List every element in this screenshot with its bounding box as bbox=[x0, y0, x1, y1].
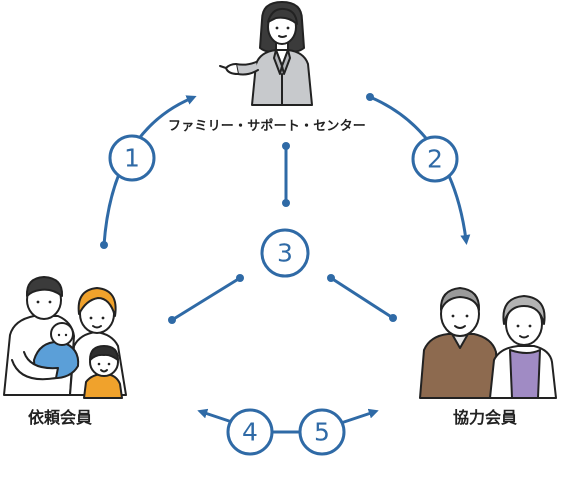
dot-spoke-top-end bbox=[282, 199, 290, 207]
spoke-left bbox=[171, 276, 241, 322]
family-illustration bbox=[3, 276, 127, 399]
dot-spoke-right-start bbox=[327, 274, 335, 282]
step-3-badge: 3 bbox=[260, 228, 310, 278]
step-1-badge: 1 bbox=[108, 134, 156, 182]
step-2-badge: 2 bbox=[411, 135, 459, 183]
dot-spoke-top bbox=[282, 142, 290, 150]
step-1-number: 1 bbox=[124, 144, 140, 173]
senior-couple-illustration bbox=[419, 287, 557, 399]
center-label: ファミリー・サポート・センター bbox=[168, 119, 367, 134]
dot-arrow-2-start bbox=[366, 93, 374, 101]
dot-spoke-left-end bbox=[168, 316, 176, 324]
step-4-number: 4 bbox=[242, 418, 258, 447]
staff-woman-illustration bbox=[219, 1, 313, 106]
dot-arrow-1-start bbox=[100, 241, 108, 249]
dot-spoke-left-start bbox=[236, 274, 244, 282]
step-5-badge: 5 bbox=[298, 408, 346, 456]
step-4-badge: 4 bbox=[226, 408, 274, 456]
step-5-number: 5 bbox=[314, 418, 330, 447]
spoke-right bbox=[330, 276, 394, 320]
step-2-number: 2 bbox=[427, 145, 443, 174]
step-badges: 1 2 3 4 5 bbox=[108, 134, 459, 456]
connector-dots bbox=[100, 93, 397, 324]
helper-member-label: 協力会員 bbox=[453, 408, 518, 427]
client-member-label: 依頼会員 bbox=[28, 408, 93, 427]
arrow-step-5 bbox=[337, 408, 379, 426]
dot-spoke-right-end bbox=[389, 314, 397, 322]
step-3-number: 3 bbox=[277, 239, 293, 268]
